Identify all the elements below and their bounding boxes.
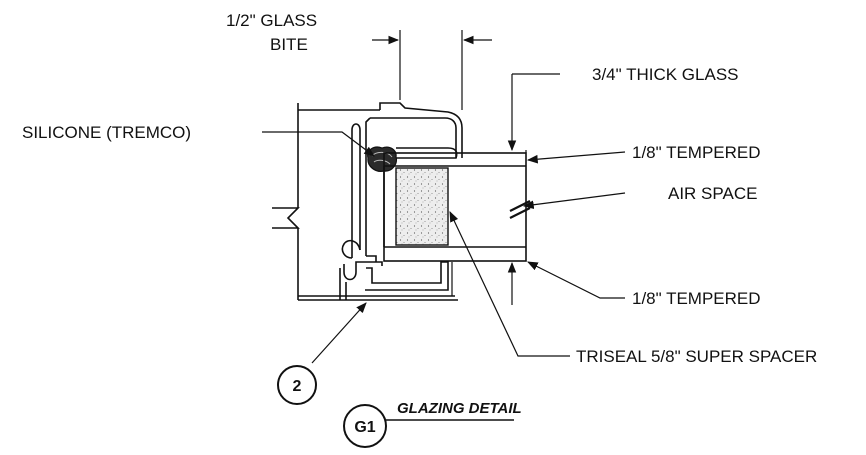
insulated-glass-unit xyxy=(383,152,531,262)
tempered-bottom-label: 1/8" TEMPERED xyxy=(632,289,761,308)
air-space-label: AIR SPACE xyxy=(668,184,757,203)
thick-glass-dimension xyxy=(507,73,560,305)
silicone-label: SILICONE (TREMCO) xyxy=(22,123,191,142)
detail-id: G1 xyxy=(354,419,375,436)
leader-lines xyxy=(262,131,626,364)
thick-glass-label: 3/4" THICK GLASS xyxy=(592,65,739,84)
triseal-spacer xyxy=(395,167,449,246)
glass-bite-label-line2: BITE xyxy=(270,35,308,54)
detail-id-callout: G1 xyxy=(343,404,387,448)
spacer-label: TRISEAL 5/8" SUPER SPACER xyxy=(576,347,817,366)
glass-bite-label-line1: 1/2" GLASS xyxy=(226,11,317,30)
detail-number-callout: 2 xyxy=(277,365,317,405)
detail-title: GLAZING DETAIL xyxy=(397,400,522,417)
detail-number: 2 xyxy=(293,378,302,395)
silicone-bead xyxy=(367,146,397,172)
glass-bite-dimension xyxy=(372,30,492,110)
frame-profile xyxy=(272,102,463,301)
tempered-top-label: 1/8" TEMPERED xyxy=(632,143,761,162)
top-gasket xyxy=(396,147,458,159)
